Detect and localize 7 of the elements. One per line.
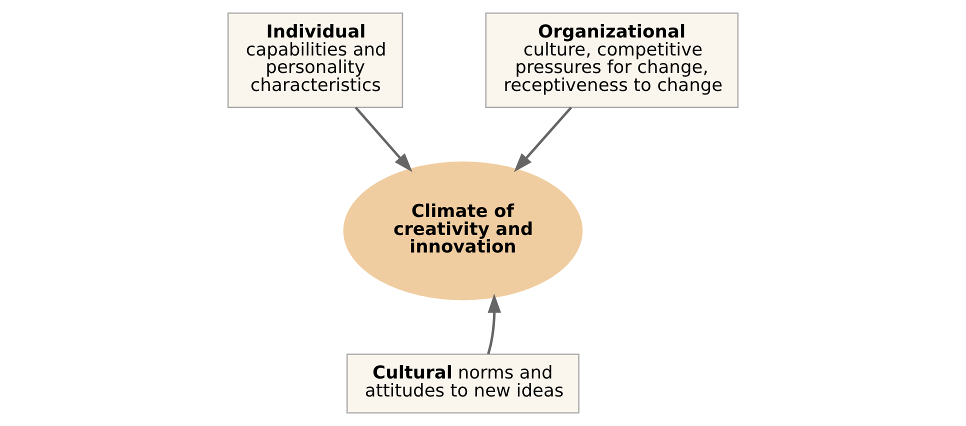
node-ellipse: Climate of creativity and innovation (343, 161, 583, 300)
arrow (487, 294, 502, 354)
arrow (514, 106, 572, 172)
node-box: Cultural norms and attitudes to new ideas (346, 354, 580, 414)
node-box: Individual capabilities and personality characteristics (227, 12, 404, 108)
arrow (354, 106, 412, 172)
node-box: Organizational culture, competitive pressures for change, receptiveness to change (485, 12, 739, 108)
